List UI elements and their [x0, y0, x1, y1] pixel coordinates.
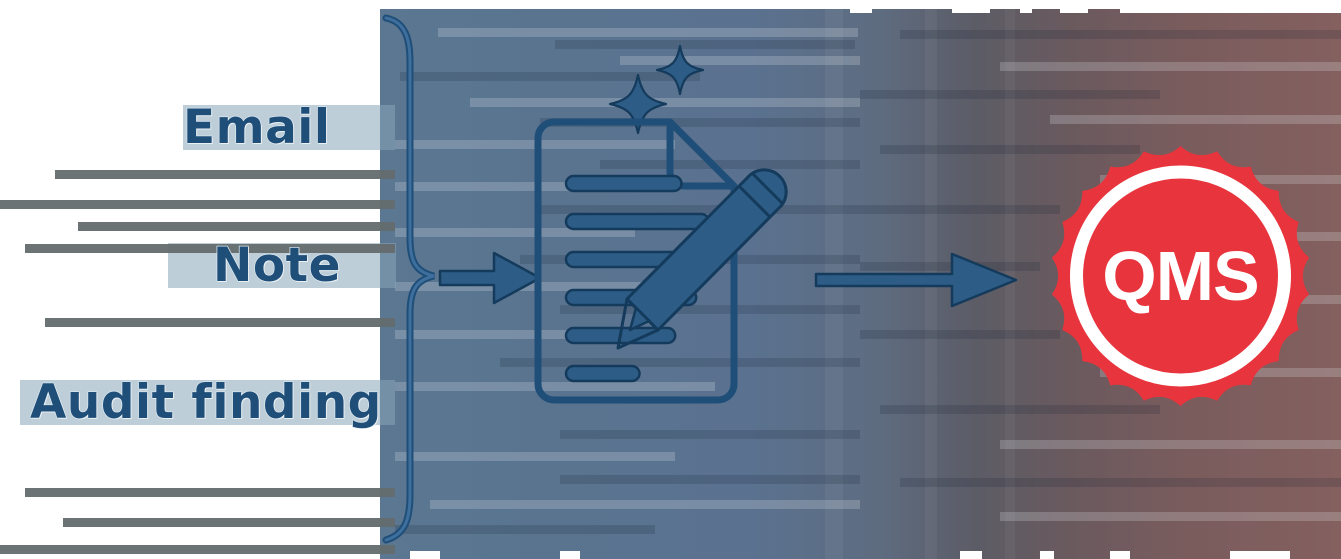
panel-texture-line	[438, 28, 858, 37]
panel-texture-line	[500, 358, 860, 367]
pencil-icon	[616, 168, 788, 350]
input-label-email: Email	[182, 100, 331, 155]
sparkle-stars-icon	[608, 44, 705, 135]
top-edge-notch	[850, 0, 872, 13]
top-edge-notch	[952, 0, 990, 13]
rosette-seal-icon	[1051, 146, 1310, 406]
input-text-line	[0, 200, 395, 209]
panel-texture-line	[880, 405, 1160, 414]
panel-texture-line	[1000, 440, 1341, 449]
seal-scalloped-body	[1051, 146, 1310, 406]
panel-texture-line	[395, 525, 655, 534]
panel-texture-line	[540, 118, 860, 127]
label-highlight-bar	[183, 105, 395, 150]
bottom-edge-notch	[410, 551, 440, 559]
top-edge-notch	[1120, 0, 1341, 13]
bottom-edge-notch	[960, 551, 982, 559]
panel-texture-line	[470, 98, 860, 107]
panel-texture-line	[395, 330, 645, 339]
document-text-line	[564, 212, 711, 231]
top-white-strip	[0, 0, 1341, 9]
panel-texture-line	[400, 72, 700, 81]
top-edge-notch	[1060, 0, 1088, 13]
panel-texture-line	[860, 262, 1040, 271]
bottom-edge-notch	[1230, 551, 1290, 559]
input-text-line	[45, 318, 395, 327]
panel-texture-line	[395, 382, 715, 391]
panel-texture-line	[555, 40, 855, 49]
panel-texture-line	[1000, 62, 1341, 71]
panel-texture-line	[395, 228, 635, 237]
document-text-line	[564, 174, 683, 193]
panel-texture-line	[395, 452, 675, 461]
panel-texture-line	[560, 305, 860, 314]
qms-seal-label: QMS	[1102, 237, 1259, 315]
bottom-edge-notch	[1040, 551, 1054, 559]
bottom-edge-notch	[560, 551, 580, 559]
input-text-line	[0, 545, 395, 554]
panel-texture-line	[880, 145, 1140, 154]
input-text-line	[63, 518, 395, 527]
input-text-line	[78, 222, 395, 231]
panel-texture-line	[560, 430, 860, 439]
left-curly-brace-icon	[382, 14, 435, 544]
input-text-line	[25, 244, 395, 253]
input-text-line	[25, 488, 395, 497]
panel-texture-line	[860, 330, 1060, 339]
panel-texture-line	[860, 90, 1160, 99]
input-text-line	[55, 170, 395, 179]
top-edge-notch	[1020, 0, 1032, 13]
document-text-line	[564, 364, 641, 383]
panel-texture-line	[395, 182, 595, 191]
input-label-note: Note	[212, 238, 341, 293]
arrow-right-to-qms-icon	[814, 252, 1018, 308]
document-with-pencil-icon	[534, 44, 788, 404]
panel-texture-line	[1000, 512, 1341, 521]
panel-texture-line	[600, 160, 860, 169]
panel-texture-line	[900, 30, 1341, 39]
panel-texture-line	[540, 205, 860, 214]
arrow-right-into-document-icon	[438, 251, 542, 305]
panel-texture-line	[860, 205, 1060, 214]
panel-texture-line	[620, 56, 860, 65]
panel-texture-line	[1050, 115, 1341, 124]
panel-texture-line	[560, 475, 860, 484]
panel-texture-line	[395, 282, 695, 291]
panel-texture-line	[900, 478, 1341, 487]
panel-texture-line	[430, 500, 860, 509]
input-label-audit-finding: Audit finding	[29, 375, 382, 430]
label-highlight-bar	[20, 380, 395, 425]
qms-seal-badge[interactable]: QMS	[1048, 140, 1313, 412]
bottom-edge-notch	[1110, 551, 1130, 559]
